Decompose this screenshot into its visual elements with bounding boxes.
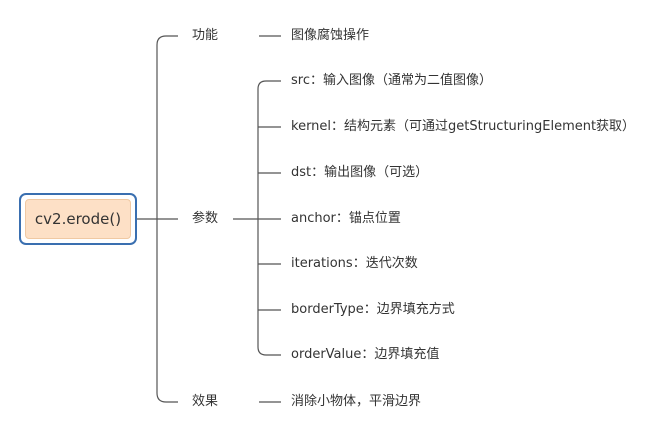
root-node-label: cv2.erode() [25, 199, 131, 239]
param-dst: dst：输出图像（可选） [291, 165, 429, 180]
function-detail: 图像腐蚀操作 [291, 28, 370, 43]
param-iterations: iterations：迭代次数 [291, 256, 418, 271]
param-anchor: anchor：锚点位置 [291, 211, 401, 226]
param-src: src：输入图像（通常为二值图像） [291, 73, 492, 88]
root-node[interactable]: cv2.erode() [19, 193, 137, 245]
branch-parameters: 参数 [192, 211, 219, 226]
param-bordertype: borderType：边界填充方式 [291, 302, 455, 317]
branch-function: 功能 [192, 28, 219, 43]
effect-detail: 消除小物体，平滑边界 [291, 394, 422, 409]
param-kernel: kernel：结构元素（可通过getStructuringElement获取） [291, 119, 636, 134]
branch-effect: 效果 [192, 394, 219, 409]
param-ordervalue: orderValue：边界填充值 [291, 347, 440, 362]
